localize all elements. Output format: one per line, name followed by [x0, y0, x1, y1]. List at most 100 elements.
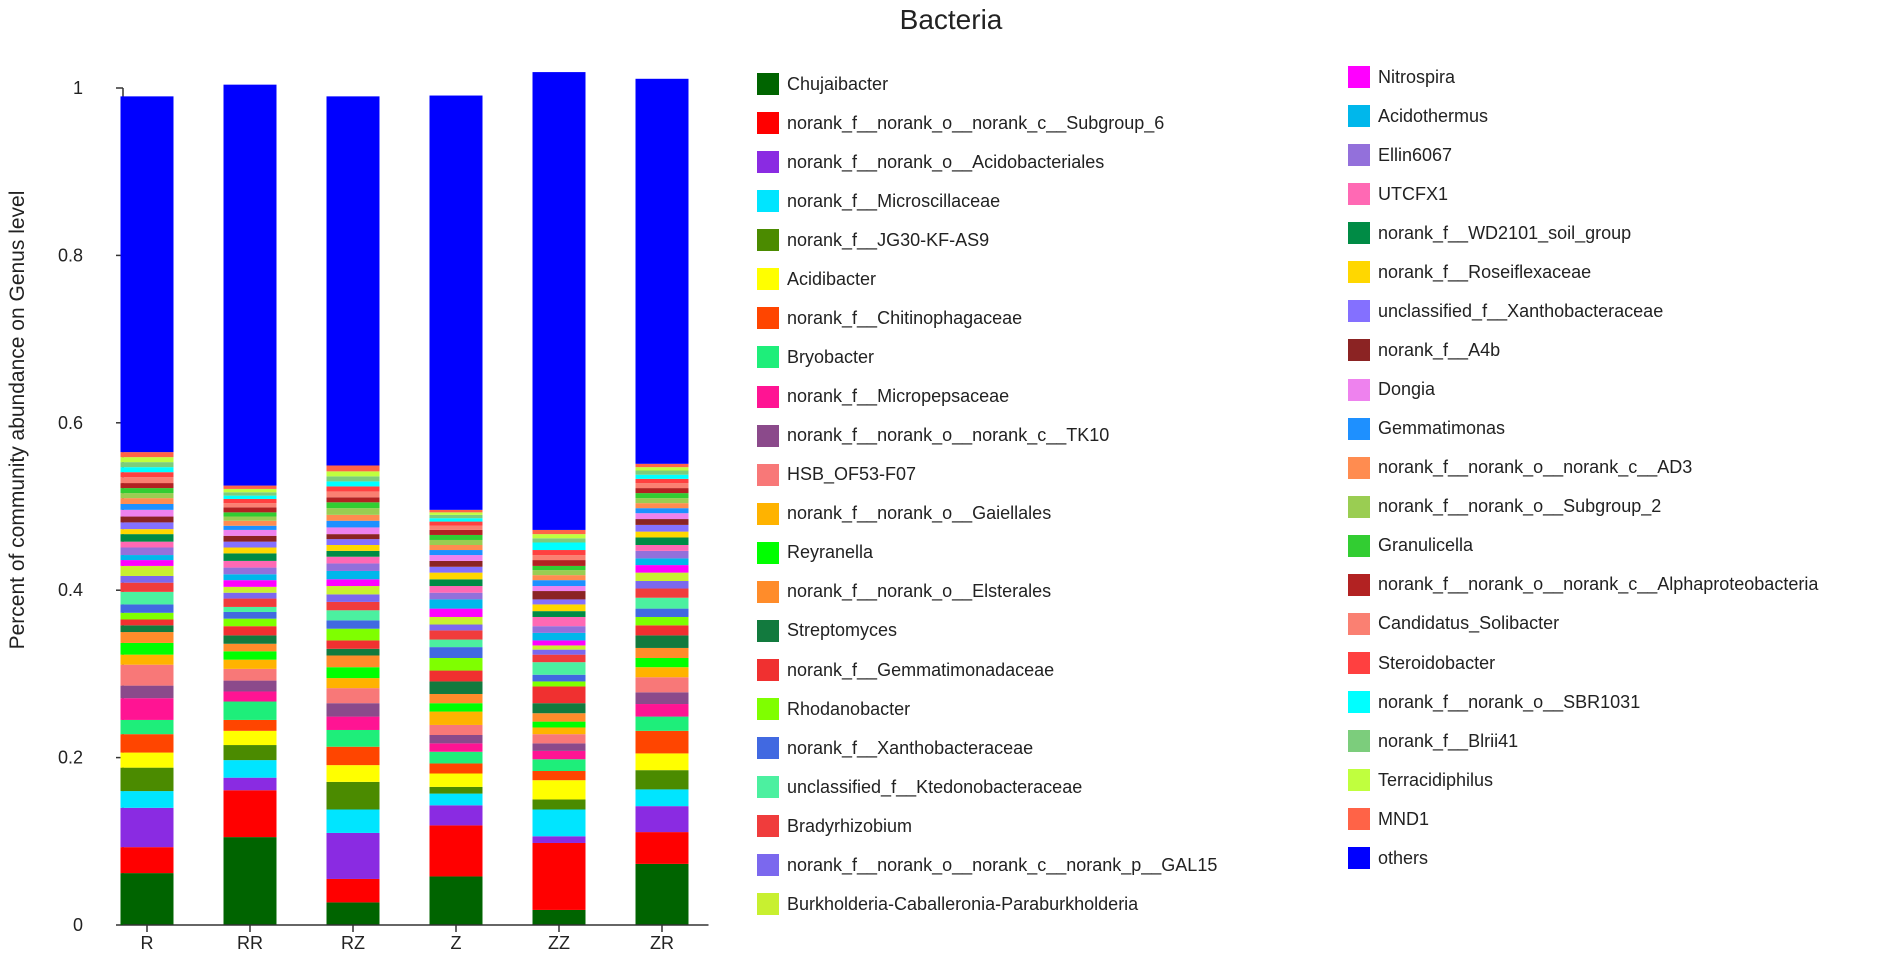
legend-item: unclassified_f__Ktedonobacteraceae — [757, 775, 1082, 799]
legend-swatch — [757, 268, 779, 291]
bar-segment — [326, 545, 380, 551]
bar-segment — [326, 902, 380, 925]
bar-segment — [120, 503, 174, 510]
legend-swatch — [1348, 534, 1370, 557]
bar-segment — [635, 531, 689, 538]
legend-swatch — [757, 385, 779, 408]
bar-segment — [635, 588, 689, 598]
y-tick-label: 0.2 — [58, 748, 83, 768]
legend-item: Ellin6067 — [1348, 143, 1452, 167]
bar-segment — [532, 780, 586, 800]
bar-segment — [120, 565, 174, 576]
bar-segment — [223, 84, 277, 486]
bar-segment — [223, 488, 277, 493]
bar-segment — [635, 463, 689, 468]
bar-segment — [326, 809, 380, 833]
legend-item: Bradyrhizobium — [757, 814, 912, 838]
legend-item: UTCFX1 — [1348, 182, 1448, 206]
bar-segment — [635, 635, 689, 648]
legend-swatch — [757, 698, 779, 721]
bar-segment — [223, 635, 277, 644]
legend-label: norank_f__Microscillaceae — [787, 190, 1001, 211]
bar-segment — [223, 592, 277, 599]
bar-segment — [532, 713, 586, 722]
legend-label: norank_f__norank_o__SBR1031 — [1378, 691, 1641, 712]
legend-label: Acidothermus — [1378, 105, 1489, 126]
legend-swatch — [757, 619, 779, 642]
bar-segment — [635, 647, 689, 658]
bar-segment — [429, 743, 483, 752]
bar-segment — [326, 539, 380, 546]
bar-segment — [326, 465, 380, 472]
bar-segment — [326, 514, 380, 521]
bar-segment — [635, 608, 689, 617]
legend-item: Bryobacter — [757, 345, 874, 369]
bar-segment — [326, 667, 380, 679]
bar-segment — [635, 474, 689, 479]
bar-segment — [223, 574, 277, 581]
legend-swatch — [757, 307, 779, 330]
legend-label: Terracidiphilus — [1378, 769, 1494, 790]
legend-label: norank_f__Gemmatimonadaceae — [787, 659, 1055, 680]
legend-swatch — [757, 541, 779, 564]
legend-swatch — [1348, 652, 1370, 675]
bar-segment — [532, 799, 586, 810]
bar-segment — [635, 770, 689, 790]
legend-item: Streptomyces — [757, 619, 897, 643]
legend-label: norank_f__norank_o__Gaiellales — [787, 503, 1052, 524]
bar-segment — [429, 624, 483, 631]
legend-label: Granulicella — [1378, 535, 1474, 556]
legend-item: norank_f__Blrii41 — [1348, 729, 1518, 753]
legend-item: norank_f__norank_o__Acidobacteriales — [757, 150, 1104, 174]
bar-segment — [429, 545, 483, 551]
legend-item: Acidibacter — [757, 267, 876, 291]
bar-segment — [429, 509, 483, 513]
y-tick-label: 0.4 — [58, 580, 83, 600]
bar-segment — [532, 72, 586, 530]
bar-segment — [635, 730, 689, 754]
legend-swatch — [1348, 691, 1370, 714]
legend-label: Candidatus_Solibacter — [1378, 613, 1560, 634]
legend-label: norank_f__Blrii41 — [1378, 730, 1519, 751]
legend-swatch — [1348, 612, 1370, 635]
bar-segment — [120, 498, 174, 504]
legend-item: norank_f__Xanthobacteraceae — [757, 736, 1033, 760]
legend-label: Ellin6067 — [1378, 144, 1453, 165]
legend-swatch — [1348, 339, 1370, 362]
bar-segment — [223, 541, 277, 548]
bar-segment — [223, 598, 277, 607]
legend-label: norank_f__norank_o__norank_c__Alphaprote… — [1378, 574, 1819, 595]
bar-segment — [326, 534, 380, 540]
bar-stack-RR — [223, 84, 277, 925]
bar-segment — [635, 524, 689, 532]
bar-segment — [120, 467, 174, 473]
legend-swatch — [757, 854, 779, 877]
legend-label: norank_f__norank_o__Acidobacteriales — [787, 151, 1105, 172]
legend-label: Reyranella — [787, 542, 874, 563]
bar-segment — [532, 626, 586, 633]
bar-segment — [326, 502, 380, 509]
bar-stack-Z — [429, 95, 483, 925]
bar-segment — [429, 599, 483, 609]
legend-swatch — [757, 580, 779, 603]
bar-segment — [120, 632, 174, 643]
bar-segment — [326, 520, 380, 528]
bar-segment — [223, 516, 277, 521]
bar-segment — [120, 767, 174, 792]
bar-segment — [532, 580, 586, 587]
legend-item: Steroidobacter — [1348, 651, 1495, 675]
legend-swatch — [757, 424, 779, 447]
legend-label: norank_f__A4b — [1378, 339, 1501, 360]
bar-segment — [223, 547, 277, 554]
bar-segment — [532, 809, 586, 837]
bar-segment — [120, 619, 174, 626]
bar-segment — [120, 462, 174, 468]
bar-segment — [120, 664, 174, 686]
legend-item: Burkholderia-Caballeronia-Paraburkholder… — [757, 892, 1138, 916]
bar-segment — [326, 476, 380, 482]
bar-segment — [326, 781, 380, 810]
bar-segment — [532, 750, 586, 760]
legend-item: Nitrospira — [1348, 65, 1455, 89]
legend-swatch — [757, 737, 779, 760]
legend-item: unclassified_f__Xanthobacteraceae — [1348, 299, 1663, 323]
